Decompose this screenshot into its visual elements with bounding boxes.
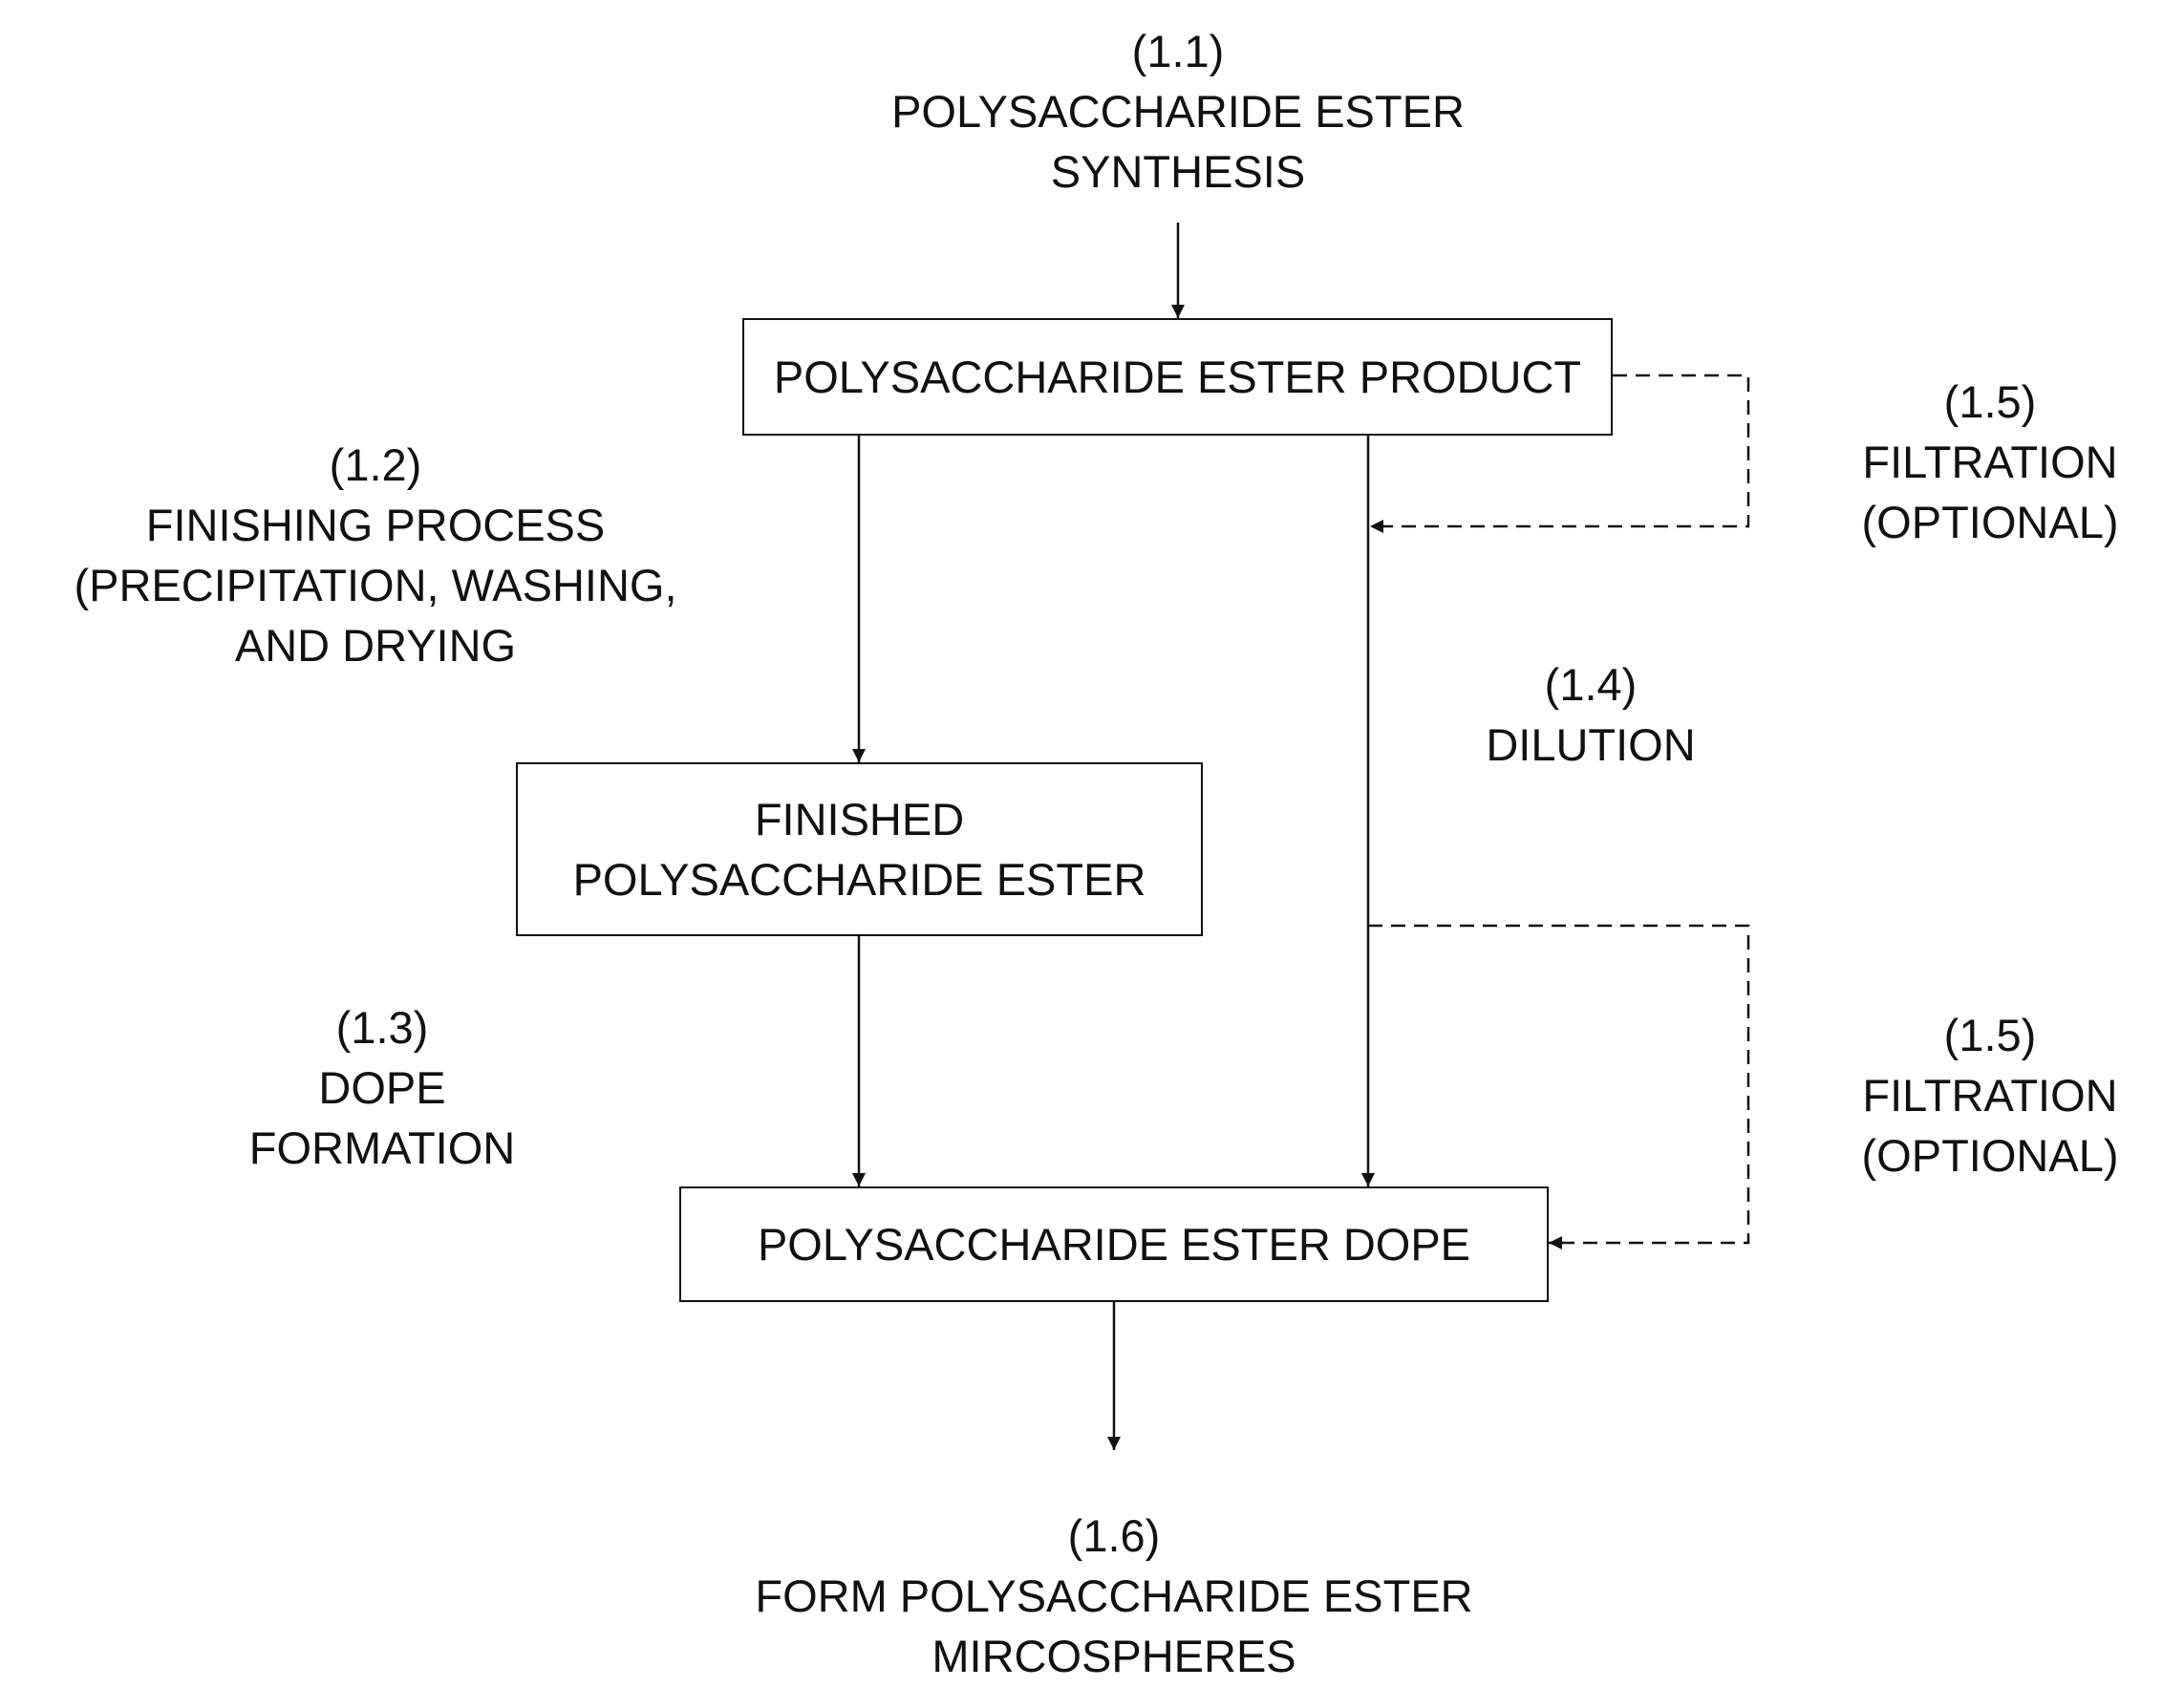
box-text-line: POLYSACCHARIDE ESTER <box>573 849 1146 909</box>
finished-box: FINISHED POLYSACCHARIDE ESTER <box>516 762 1203 936</box>
step-finishing-label: (1.2) FINISHING PROCESS (PRECIPITATION, … <box>41 435 710 675</box>
box-text-line: POLYSACCHARIDE ESTER PRODUCT <box>774 347 1581 407</box>
step-text-line: FORM POLYSACCHARIDE ESTER <box>732 1566 1496 1626</box>
step-text-line: (OPTIONAL) <box>1799 1125 2181 1186</box>
step-text-line: FILTRATION <box>1799 432 2181 492</box>
step-microspheres-label: (1.6) FORM POLYSACCHARIDE ESTER MIRCOSPH… <box>732 1506 1496 1686</box>
step-text-line: DILUTION <box>1447 715 1734 775</box>
step-filtration-upper-label: (1.5) FILTRATION (OPTIONAL) <box>1799 372 2181 552</box>
step-number: (1.1) <box>844 21 1512 81</box>
step-text-line: AND DRYING <box>41 615 710 675</box>
dope-box: POLYSACCHARIDE ESTER DOPE <box>679 1186 1549 1302</box>
step-text-line: DOPE <box>239 1058 525 1118</box>
step-number: (1.6) <box>732 1506 1496 1566</box>
step-text-line: MIRCOSPHERES <box>732 1626 1496 1686</box>
product-box: POLYSACCHARIDE ESTER PRODUCT <box>742 318 1613 436</box>
step-number: (1.3) <box>239 997 525 1058</box>
step-synthesis-label: (1.1) POLYSACCHARIDE ESTER SYNTHESIS <box>844 21 1512 202</box>
step-number: (1.4) <box>1447 654 1734 715</box>
step-text-line: FORMATION <box>239 1118 525 1178</box>
step-number: (1.5) <box>1799 1005 2181 1065</box>
box-text-line: FINISHED <box>755 789 964 849</box>
box-text-line: POLYSACCHARIDE ESTER DOPE <box>758 1214 1470 1274</box>
step-dilution-label: (1.4) DILUTION <box>1447 654 1734 775</box>
step-text-line: (PRECIPITATION, WASHING, <box>41 555 710 615</box>
step-filtration-lower-label: (1.5) FILTRATION (OPTIONAL) <box>1799 1005 2181 1186</box>
step-text-line: FINISHING PROCESS <box>41 495 710 555</box>
step-number: (1.5) <box>1799 372 2181 432</box>
step-text-line: FILTRATION <box>1799 1065 2181 1125</box>
step-text-line: (OPTIONAL) <box>1799 492 2181 552</box>
step-text-line: POLYSACCHARIDE ESTER <box>844 81 1512 141</box>
step-dope-formation-label: (1.3) DOPE FORMATION <box>239 997 525 1178</box>
step-text-line: SYNTHESIS <box>844 141 1512 202</box>
step-number: (1.2) <box>41 435 710 495</box>
